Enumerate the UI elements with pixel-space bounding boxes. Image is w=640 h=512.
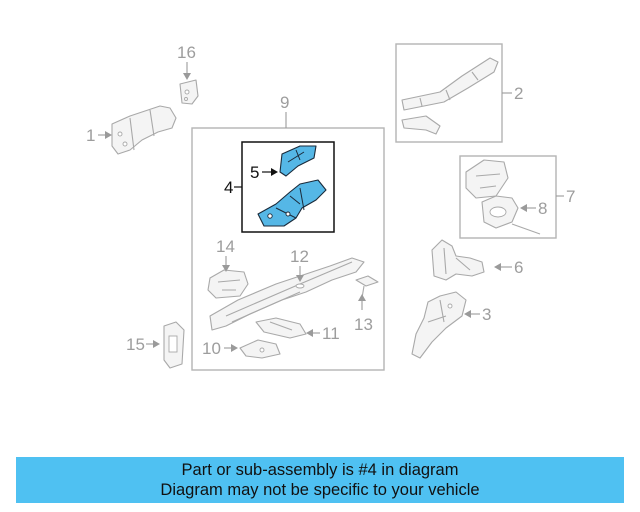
callout-13: 13 xyxy=(354,294,373,334)
svg-text:12: 12 xyxy=(290,247,309,266)
callout-9: 9 xyxy=(280,93,289,112)
part-4-lower-bracket xyxy=(257,179,327,227)
svg-text:5: 5 xyxy=(250,163,259,182)
part-15-reinforcement xyxy=(163,321,185,369)
part-1-apron-panel xyxy=(111,105,177,155)
banner-line-2: Diagram may not be specific to your vehi… xyxy=(160,481,480,499)
svg-text:8: 8 xyxy=(538,199,547,218)
svg-text:16: 16 xyxy=(177,43,196,62)
part-9-group-box xyxy=(191,112,385,371)
part-16-bracket xyxy=(179,79,199,105)
callout-1: 1 xyxy=(86,126,112,145)
svg-text:3: 3 xyxy=(482,305,491,324)
part-3-side-member xyxy=(411,291,467,359)
svg-text:7: 7 xyxy=(566,187,575,206)
part-10-plate xyxy=(239,339,281,359)
info-banner: Part or sub-assembly is #4 in diagram Di… xyxy=(16,457,624,503)
callout-7: 7 xyxy=(556,187,575,206)
callout-10: 10 xyxy=(202,339,238,358)
svg-text:15: 15 xyxy=(126,335,145,354)
part-2-group-box xyxy=(395,43,503,143)
part-13-bolt xyxy=(355,275,379,299)
callout-16: 16 xyxy=(177,43,196,80)
callout-5: 5 xyxy=(250,163,278,182)
part-14-mount xyxy=(207,269,249,299)
part-4-highlighted-assembly xyxy=(241,141,335,233)
svg-text:1: 1 xyxy=(86,126,95,145)
svg-text:10: 10 xyxy=(202,339,221,358)
svg-text:14: 14 xyxy=(216,237,235,256)
banner-line-1: Part or sub-assembly is #4 in diagram xyxy=(181,461,459,479)
callout-3: 3 xyxy=(464,305,491,324)
part-5-upper-bracket xyxy=(279,145,317,177)
svg-text:11: 11 xyxy=(322,324,340,343)
svg-text:13: 13 xyxy=(354,315,373,334)
part-6-bracket xyxy=(431,239,485,281)
svg-text:6: 6 xyxy=(514,258,523,277)
svg-text:9: 9 xyxy=(280,93,289,112)
callout-11: 11 xyxy=(306,324,340,343)
exploded-parts-diagram: 16 1 2 xyxy=(86,43,575,371)
part-7-group-box xyxy=(459,155,557,239)
svg-text:4: 4 xyxy=(224,178,233,197)
svg-text:2: 2 xyxy=(514,84,523,103)
callout-15: 15 xyxy=(126,335,160,354)
callout-12: 12 xyxy=(290,247,309,282)
callout-2: 2 xyxy=(502,84,523,103)
callout-8: 8 xyxy=(520,199,547,218)
callout-4: 4 xyxy=(224,178,242,197)
callout-14: 14 xyxy=(216,237,235,272)
part-11-bracket xyxy=(255,317,307,339)
part-12-frame-rail xyxy=(209,257,365,331)
callout-6: 6 xyxy=(494,258,523,277)
